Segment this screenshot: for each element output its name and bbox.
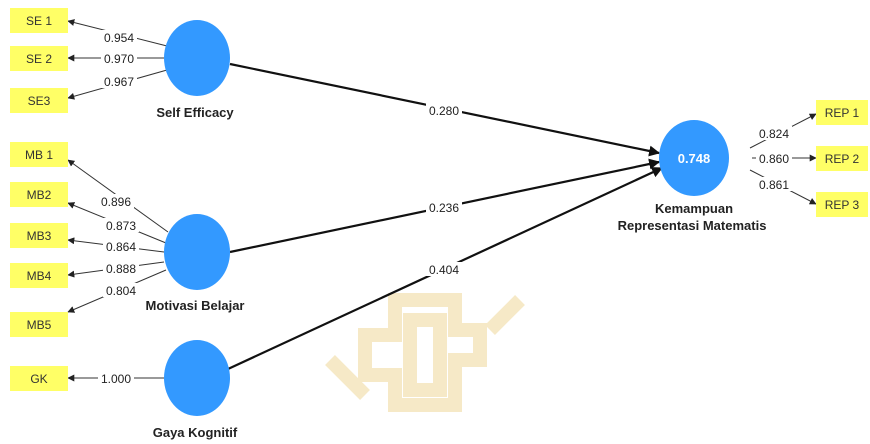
indicator-se3-label: SE3 — [28, 94, 51, 108]
indicator-se1-label: SE 1 — [26, 14, 52, 28]
indicator-mb3-box — [10, 223, 68, 248]
indicator-rep3-box — [816, 192, 868, 217]
indicators: SE 1 SE 2 SE3 MB 1 MB2 MB3 MB4 MB5 GK RE… — [10, 8, 868, 391]
construct-kemampuan-label-line2: Representasi Matematis — [618, 218, 767, 233]
loading-se2: 0.970 — [104, 52, 134, 66]
indicator-mb1-box — [10, 142, 68, 167]
loading-gk: 1.000 — [101, 372, 131, 386]
indicator-mb5-label: MB5 — [27, 318, 52, 332]
indicator-mb3-label: MB3 — [27, 229, 52, 243]
loading-mb3: 0.864 — [106, 240, 136, 254]
construct-self-efficacy — [164, 20, 230, 96]
loading-mb2: 0.873 — [106, 219, 136, 233]
construct-kemampuan-label-line1: Kemampuan — [655, 201, 733, 216]
indicator-rep1-box — [816, 100, 868, 125]
indicator-se3-box — [10, 88, 68, 113]
indicator-mb4-box — [10, 263, 68, 288]
indicator-se2-box — [10, 46, 68, 71]
watermark-logo — [325, 293, 525, 412]
loading-se3: 0.967 — [104, 75, 134, 89]
indicator-rep3-label: REP 3 — [825, 198, 860, 212]
indicator-mb5-box — [10, 312, 68, 337]
indicator-gk-label: GK — [30, 372, 47, 386]
loading-rep1: 0.824 — [759, 127, 789, 141]
indicator-se1-box — [10, 8, 68, 33]
construct-gaya-kognitif — [164, 340, 230, 416]
indicator-se2-label: SE 2 — [26, 52, 52, 66]
indicator-mb2-box — [10, 182, 68, 207]
r-squared-value: 0.748 — [678, 151, 711, 166]
loading-se1: 0.954 — [104, 31, 134, 45]
path-coef-se: 0.280 — [429, 104, 459, 118]
indicator-mb4-label: MB4 — [27, 269, 52, 283]
construct-gaya-kognitif-label: Gaya Kognitif — [153, 425, 238, 440]
path-labels: 0.280 0.236 0.404 — [426, 103, 462, 277]
loading-mb4: 0.888 — [106, 262, 136, 276]
construct-self-efficacy-label: Self Efficacy — [156, 105, 234, 120]
loading-rep3: 0.861 — [759, 178, 789, 192]
loading-mb1: 0.896 — [101, 195, 131, 209]
constructs: Self Efficacy Motivasi Belajar Gaya Kogn… — [146, 20, 767, 440]
indicator-rep1-label: REP 1 — [825, 106, 860, 120]
path-coef-gk: 0.404 — [429, 263, 459, 277]
indicator-mb2-label: MB2 — [27, 188, 52, 202]
loading-mb5: 0.804 — [106, 284, 136, 298]
construct-kemampuan-representasi — [659, 120, 729, 196]
indicator-mb1-label: MB 1 — [25, 148, 53, 162]
path-coef-mb: 0.236 — [429, 201, 459, 215]
loading-rep2: 0.860 — [759, 152, 789, 166]
construct-motivasi-belajar-label: Motivasi Belajar — [146, 298, 245, 313]
construct-motivasi-belajar — [164, 214, 230, 290]
indicator-rep2-box — [816, 146, 868, 171]
loading-labels: 0.954 0.970 0.967 0.896 0.873 0.864 0.88… — [98, 30, 792, 386]
indicator-gk-box — [10, 366, 68, 391]
indicator-rep2-label: REP 2 — [825, 152, 860, 166]
